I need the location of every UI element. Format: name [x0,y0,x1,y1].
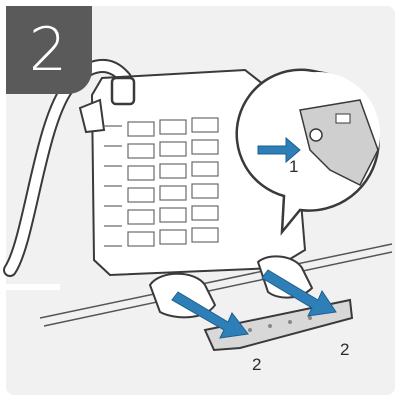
step-number: 2 [4,10,92,90]
callout-label-1: 1 [289,157,298,177]
hose-connector [112,78,134,104]
zoom-latch-slot [336,114,350,123]
zoom-latch-hole [310,129,322,141]
callout-label-2-right: 2 [340,340,349,360]
callout-label-2-left: 2 [252,355,261,375]
